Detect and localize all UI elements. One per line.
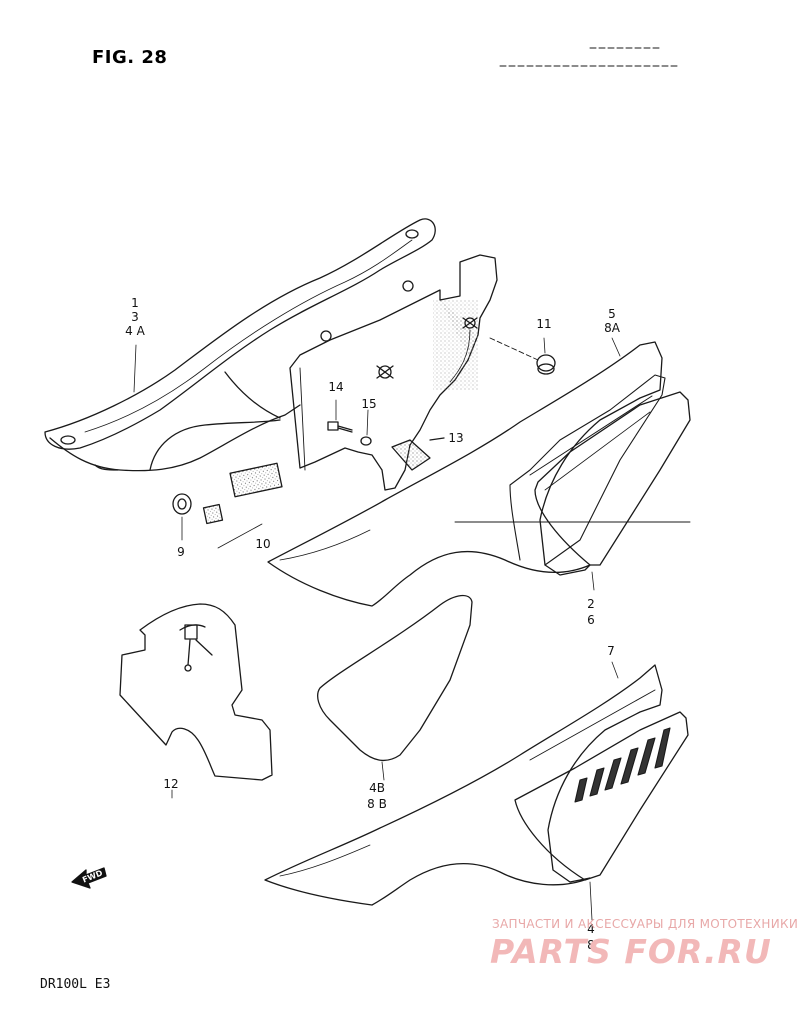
- label-part-5-8a: 5 8A: [597, 307, 627, 335]
- label-2: 2: [587, 597, 595, 611]
- leader-lines: [134, 345, 136, 392]
- watermark-text: ЗАПЧАСТИ И АКСЕССУАРЫ ДЛЯ МОТОТЕХНИКИ: [492, 917, 799, 931]
- watermark-brand: PARTS FOR.RU: [490, 932, 772, 971]
- label-5: 5: [608, 307, 616, 321]
- side-cover-upper-part: [268, 338, 690, 606]
- label-1: 1: [131, 296, 139, 310]
- plate-part: [120, 604, 272, 798]
- screw-part: [327, 400, 352, 432]
- label-part-4-8: 4 8: [576, 922, 606, 952]
- fwd-arrow-icon: [72, 868, 106, 888]
- grommet-part: [490, 338, 555, 374]
- side-cover-lower-part: [265, 662, 688, 920]
- label-13: 13: [448, 431, 464, 445]
- label-part-1-3-4a: 1 3 4 A: [120, 296, 150, 338]
- label-3: 3: [131, 310, 139, 324]
- label-4b: 4B: [369, 781, 385, 795]
- label-7: 7: [607, 644, 615, 658]
- label-part-4b-8b: 4B 8 B: [362, 781, 392, 811]
- label-9: 9: [177, 545, 185, 559]
- header-rule: [500, 48, 680, 66]
- label-12: 12: [163, 777, 179, 791]
- rivet-mark: [377, 318, 477, 378]
- label-4a: 4 A: [125, 324, 145, 338]
- label-14: 14: [328, 380, 344, 394]
- frame-cover-part: [45, 219, 435, 471]
- label-8a: 8A: [604, 321, 620, 335]
- figure-title: FIG. 28: [92, 47, 168, 68]
- emblem-pad-part: [202, 462, 283, 548]
- label-6: 6: [587, 613, 595, 627]
- label-11: 11: [536, 317, 552, 331]
- nut-part: [361, 410, 371, 445]
- label-part-2-6: 2 6: [576, 597, 606, 627]
- side-badge-part: [318, 596, 472, 780]
- grommet-small-part: [173, 494, 191, 540]
- label-10: 10: [255, 537, 271, 551]
- inner-panel: [290, 255, 497, 490]
- label-8b: 8 B: [367, 797, 387, 811]
- seal-strip-part: [392, 438, 444, 470]
- decal-stripes: [575, 728, 670, 802]
- model-code: DR100L E3: [40, 977, 111, 992]
- label-4: 4: [587, 922, 595, 936]
- label-8: 8: [587, 938, 595, 952]
- label-15: 15: [361, 397, 377, 411]
